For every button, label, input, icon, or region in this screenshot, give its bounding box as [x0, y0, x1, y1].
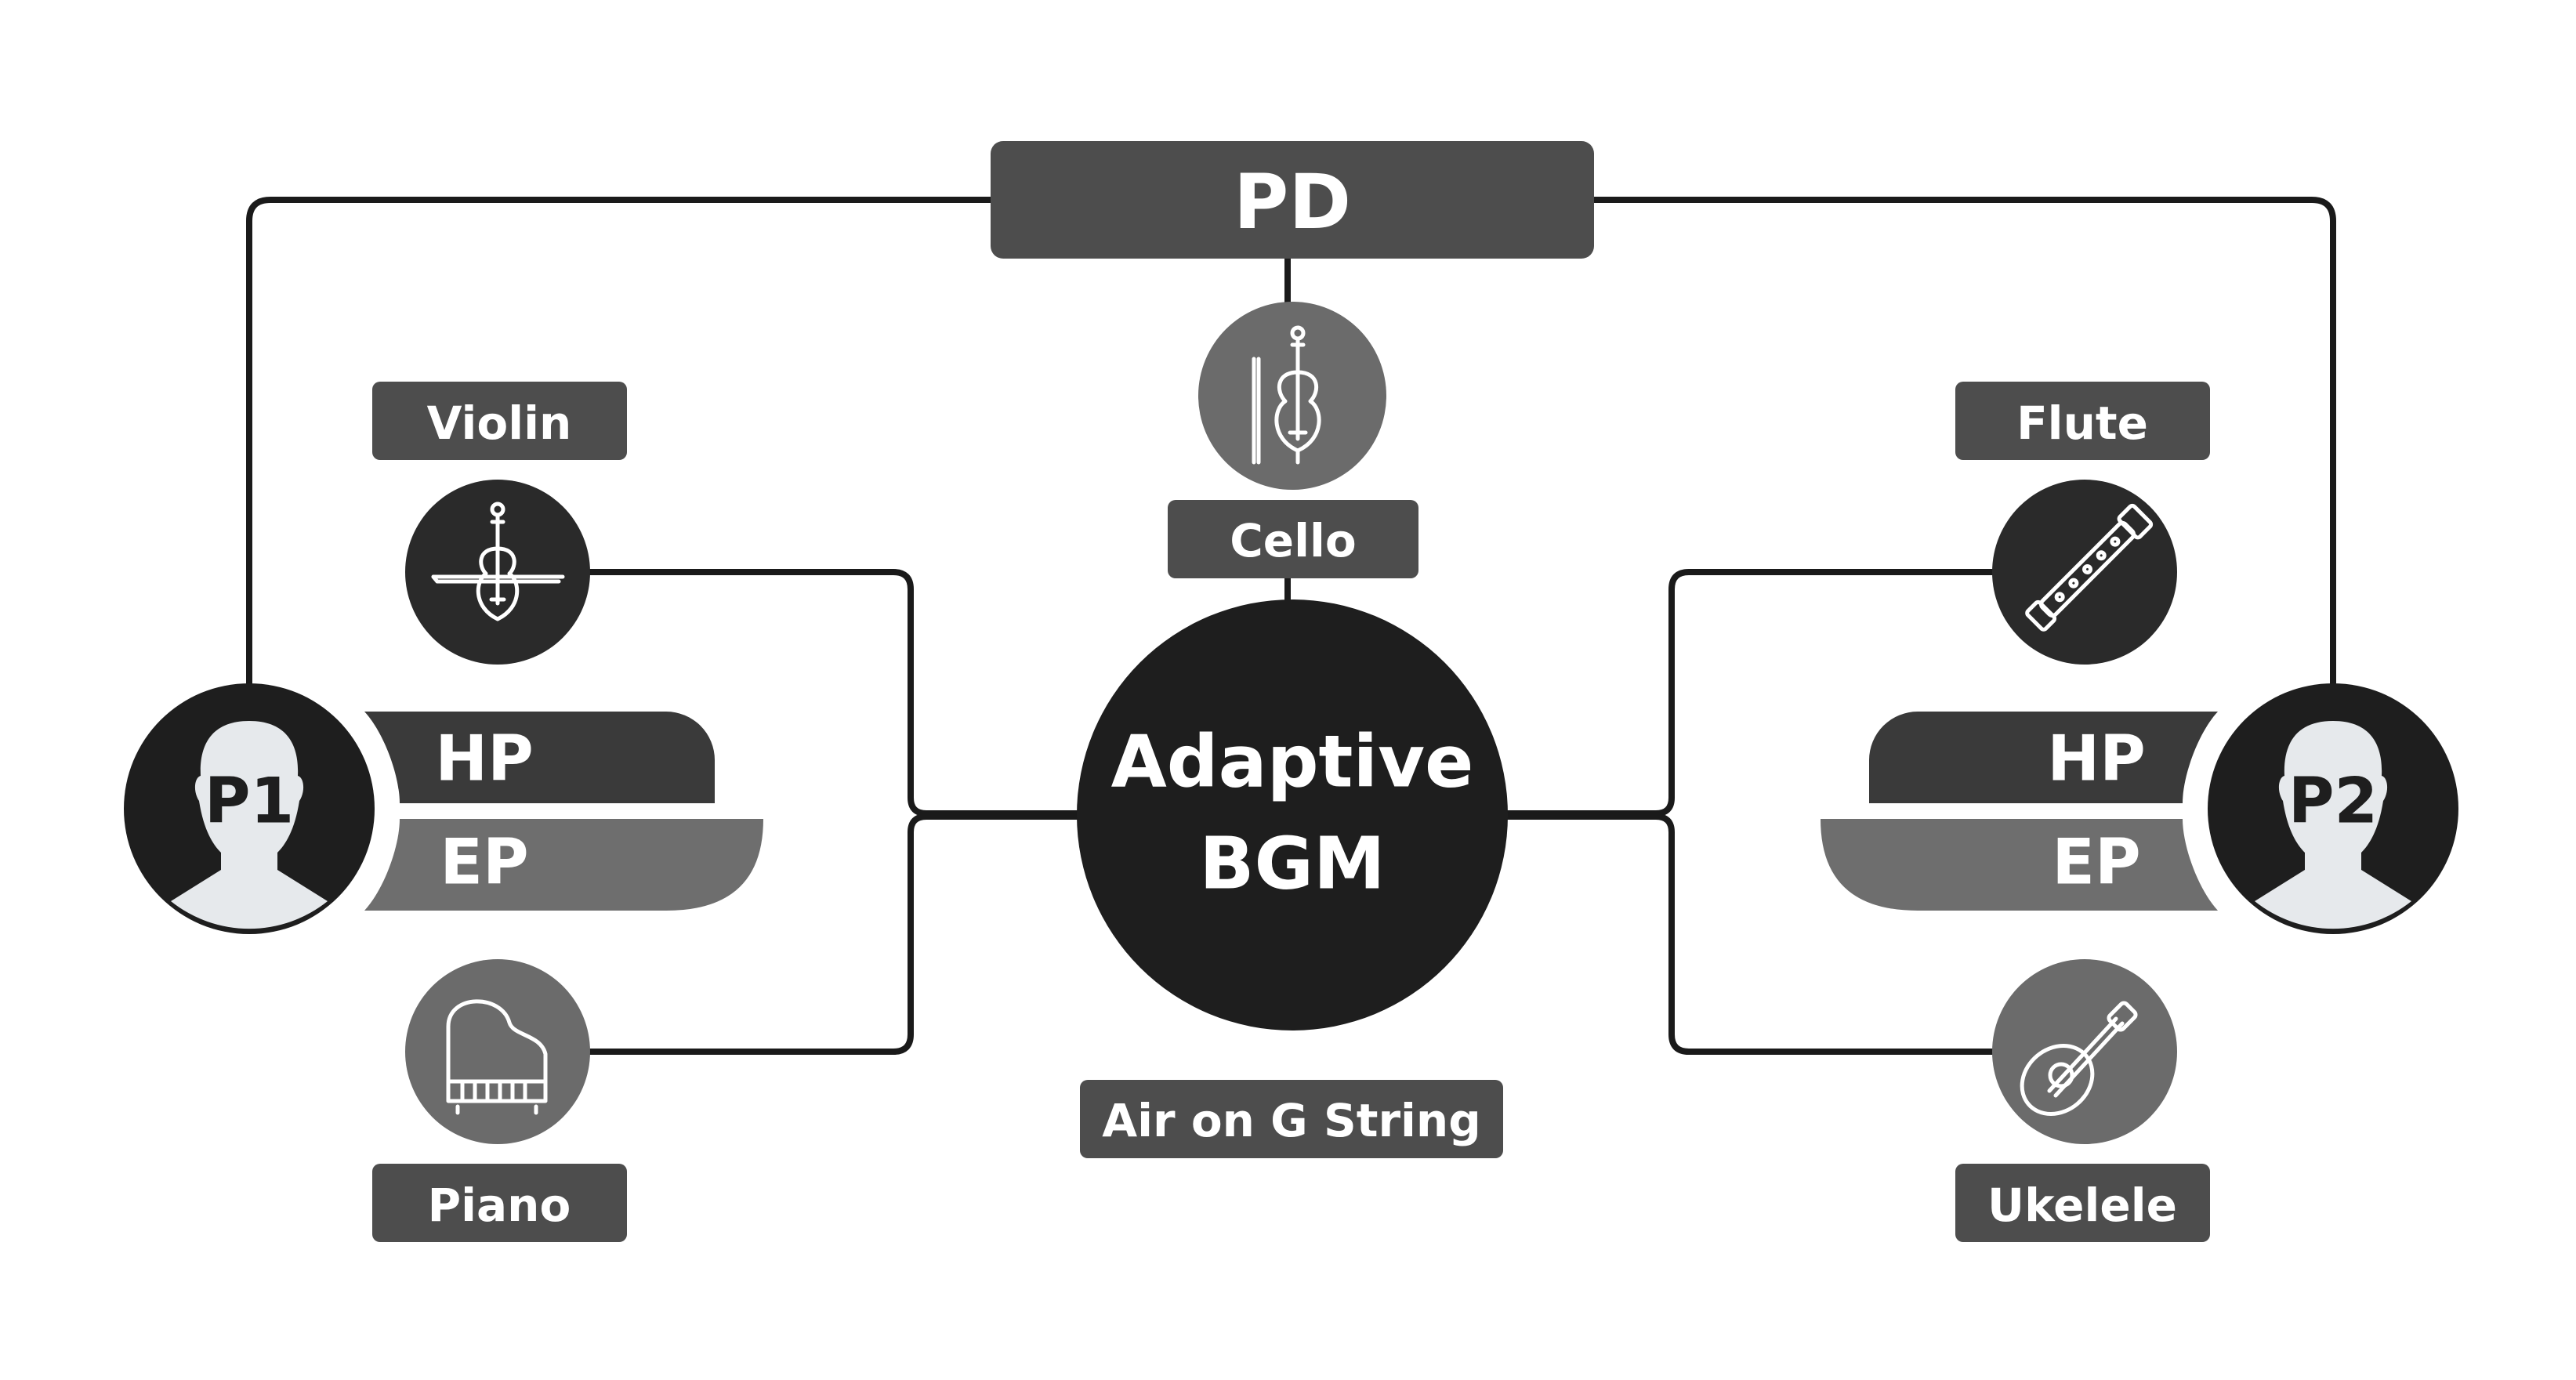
ukulele-label-box: Ukelele — [1955, 1164, 2210, 1242]
center-title-line1: Adaptive — [1111, 720, 1474, 804]
line-flute-center — [1502, 569, 1995, 817]
ukulele-node — [1992, 959, 2177, 1144]
piano-icon — [446, 999, 548, 1115]
p2-hp-label: HP — [2047, 723, 2146, 795]
p1-id: P1 — [205, 765, 294, 838]
p1-ep-label: EP — [440, 826, 528, 899]
line-piano-center — [586, 813, 1081, 1055]
cello-label-box: Cello — [1168, 500, 1418, 578]
line-ukulele-center — [1502, 813, 1995, 1055]
song-label: Air on G String — [1102, 1094, 1480, 1147]
flute-label-box: Flute — [1955, 382, 2210, 460]
adaptive-bgm-node: Adaptive BGM — [1077, 599, 1508, 1030]
p1-person-icon — [171, 721, 328, 929]
p1-ep-bar: EP — [364, 819, 763, 911]
p1-hp-label: HP — [435, 723, 534, 795]
line-pd-p1 — [246, 197, 997, 689]
cello-node — [1198, 302, 1386, 490]
violin-label-box: Violin — [372, 382, 627, 460]
violin-icon — [431, 502, 565, 621]
flute-label: Flute — [2016, 397, 2148, 450]
p2-id: P2 — [2288, 765, 2378, 838]
cello-label: Cello — [1230, 514, 1357, 567]
p1-avatar: P1 — [124, 683, 375, 934]
violin-node — [405, 480, 590, 665]
line-pd-p2 — [1580, 197, 2336, 689]
p1-hp-bar: HP — [364, 712, 715, 803]
piano-node — [405, 959, 590, 1144]
flute-icon — [2025, 503, 2154, 632]
cello-icon — [1252, 325, 1321, 465]
connector-lines — [246, 197, 2336, 1055]
violin-label: Violin — [427, 397, 572, 450]
pd-title: PD — [1234, 158, 1351, 246]
p2-person-icon — [2255, 721, 2411, 929]
p2-avatar: P2 — [2208, 683, 2458, 934]
p2-hp-bar: HP — [1869, 712, 2218, 803]
p2-ep-label: EP — [2052, 826, 2140, 899]
flute-node — [1992, 480, 2177, 665]
ukulele-icon — [2020, 1001, 2138, 1116]
center-title-line2: BGM — [1199, 822, 1385, 906]
ukulele-label: Ukelele — [1987, 1179, 2177, 1232]
piano-label-box: Piano — [372, 1164, 627, 1242]
piano-label: Piano — [428, 1179, 571, 1232]
p2-ep-bar: EP — [1821, 819, 2218, 911]
line-violin-center — [586, 569, 1081, 817]
pd-box: PD — [991, 141, 1594, 259]
song-label-box: Air on G String — [1080, 1080, 1503, 1158]
